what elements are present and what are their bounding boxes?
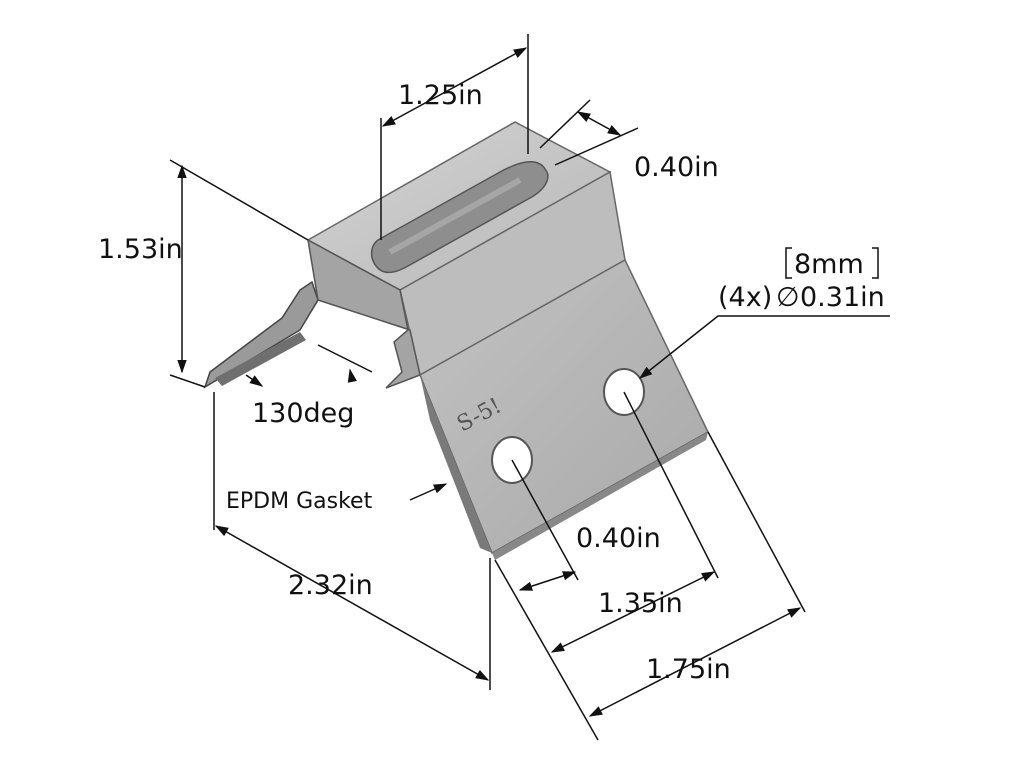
label-top-width: 1.25in bbox=[398, 80, 483, 111]
label-hole-metric: 8mm bbox=[794, 249, 864, 280]
label-height: 1.53in bbox=[98, 234, 183, 265]
label-depth: 2.32in bbox=[288, 570, 373, 601]
dim-line-slot-width bbox=[576, 111, 622, 136]
hole-leader bbox=[638, 315, 890, 379]
label-hole-offset: 0.40in bbox=[576, 523, 661, 554]
bracket-part: S-5! bbox=[203, 121, 709, 560]
dim-line-top-width bbox=[381, 47, 528, 127]
dimension-labels: 1.25in 0.40in 1.53in 8mm (4x) ∅ 0.31in 1… bbox=[98, 80, 885, 685]
dim-line-hole-offset bbox=[518, 571, 577, 591]
label-hole-symbol: ∅ bbox=[776, 282, 800, 313]
left-flange bbox=[203, 280, 319, 389]
label-hole-diameter: 0.31in bbox=[800, 282, 885, 313]
label-slot-width: 0.40in bbox=[634, 152, 719, 183]
dimension-lines bbox=[169, 34, 890, 741]
label-base-width: 1.75in bbox=[646, 654, 731, 685]
gasket-strip bbox=[215, 332, 306, 386]
label-gasket: EPDM Gasket bbox=[226, 489, 373, 514]
end-profile bbox=[307, 238, 421, 389]
label-hole-spacing: 1.35in bbox=[598, 588, 683, 619]
dim-line-base-width bbox=[588, 607, 802, 717]
dim-line-depth bbox=[214, 525, 490, 681]
label-angle: 130deg bbox=[252, 398, 354, 429]
gasket-leader bbox=[409, 483, 448, 501]
label-hole-count: (4x) bbox=[718, 282, 772, 313]
base-gasket bbox=[420, 375, 492, 553]
